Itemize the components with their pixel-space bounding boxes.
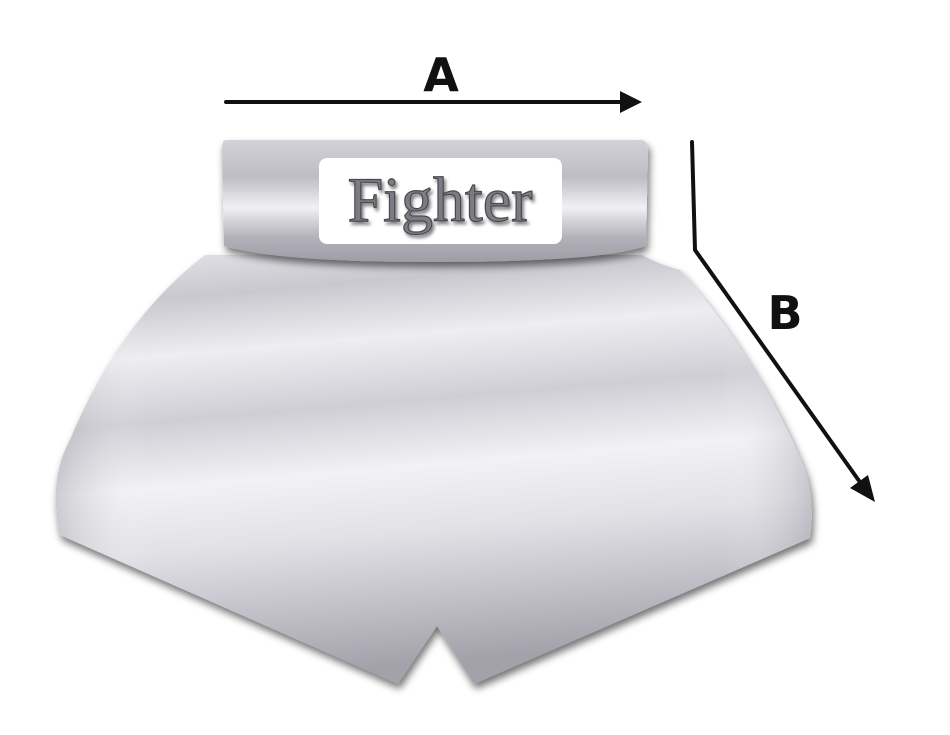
shorts-body [55, 255, 812, 684]
logo-panel: Fighter [319, 158, 562, 244]
dimension-b-label: B [767, 286, 802, 340]
dimension-b-arrow [690, 140, 875, 502]
logo-text: Fighter [348, 164, 533, 235]
dimension-a-label: A [423, 48, 459, 102]
dimension-a-arrow [224, 91, 642, 113]
